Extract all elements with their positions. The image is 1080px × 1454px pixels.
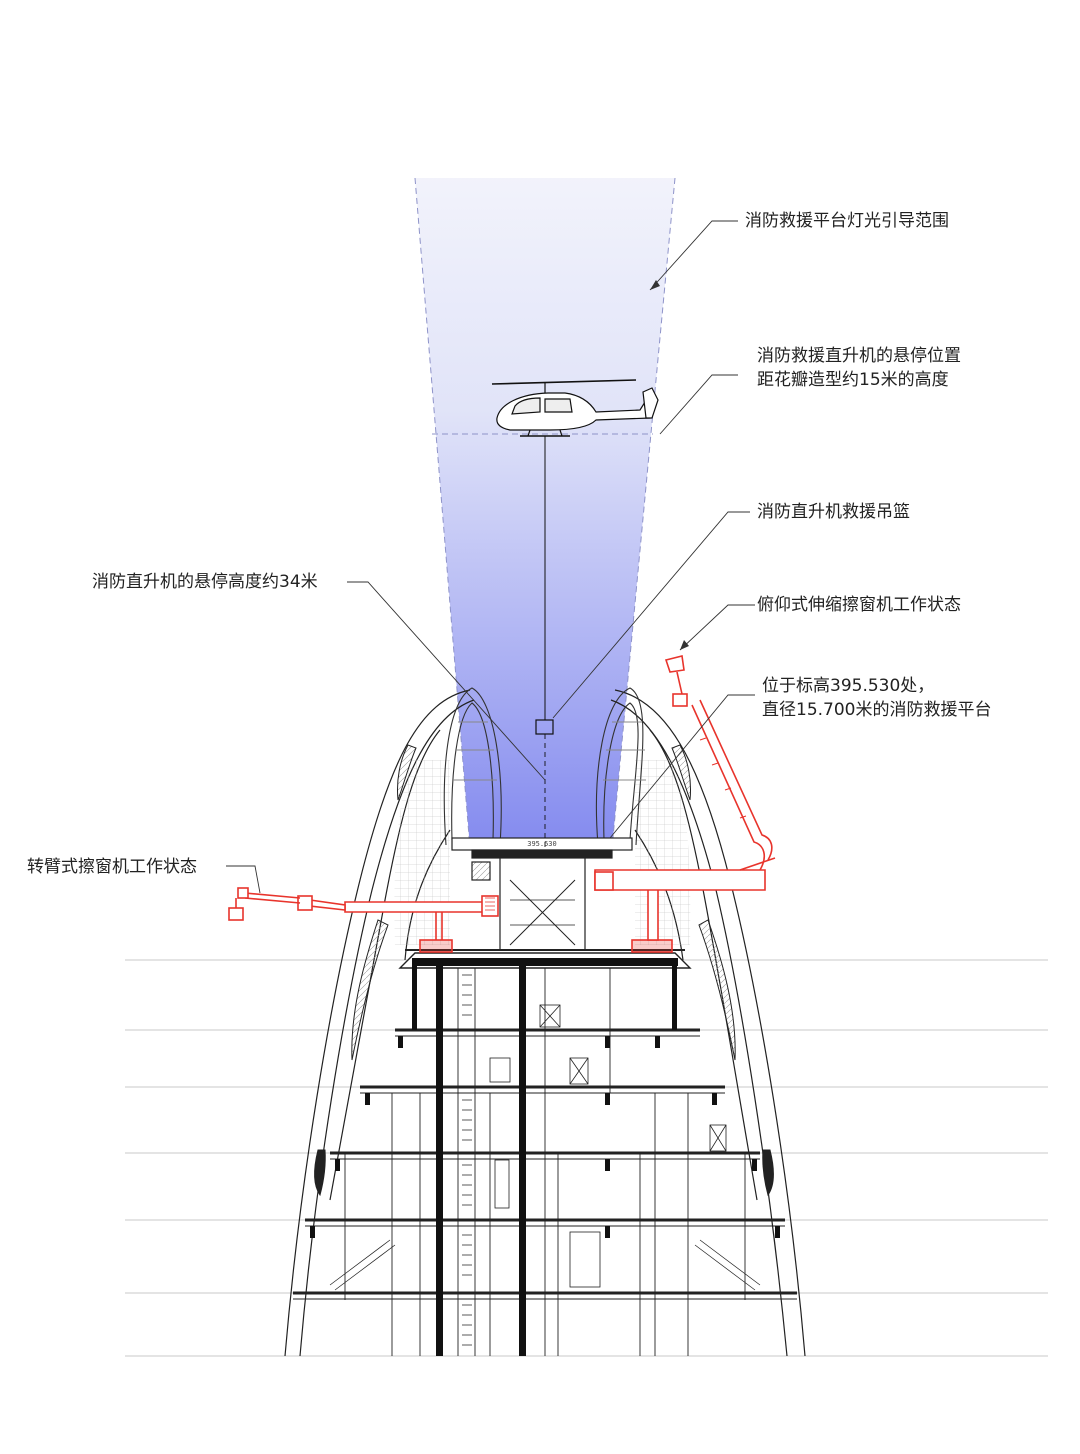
side-petal-fins [314, 744, 774, 1197]
label-platform-line1: 位于标高395.530处， [762, 676, 935, 696]
label-platform-line2: 直径15.700米的消防救援平台 [762, 700, 992, 720]
label-hover-position-line1: 消防救援直升机的悬停位置 [757, 346, 961, 366]
label-tilt-crane-text: 俯仰式伸缩擦窗机工作状态 [757, 595, 961, 615]
label-rescue-basket-text: 消防直升机救援吊篮 [757, 502, 910, 522]
leader-arrows [650, 280, 689, 650]
helicopter [491, 379, 659, 437]
label-rescue-basket: 消防直升机救援吊篮 [757, 500, 910, 524]
label-hover-height: 消防直升机的悬停高度约34米 [92, 570, 318, 594]
label-light-range: 消防救援平台灯光引导范围 [745, 209, 949, 233]
label-swing-arm-crane-text: 转臂式擦窗机工作状态 [27, 857, 197, 877]
rescue-basket [535, 436, 554, 848]
label-swing-arm-crane: 转臂式擦窗机工作状态 [27, 855, 197, 879]
swing-arm-crane [228, 887, 499, 953]
floor-level-lines [125, 959, 1048, 1357]
petal-arches [443, 687, 646, 846]
label-hover-position-line2: 距花瓣造型约15米的高度 [757, 370, 949, 390]
label-platform: 位于标高395.530处， 直径15.700米的消防救援平台 [762, 674, 991, 722]
label-hover-position: 消防救援直升机的悬停位置 距花瓣造型约15米的高度 [757, 344, 961, 392]
label-light-range-text: 消防救援平台灯光引导范围 [745, 211, 949, 231]
tilt-telescopic-crane [594, 655, 776, 953]
leader-lines [226, 220, 755, 894]
elevation-tag: 395.530 [527, 840, 557, 848]
rescue-platform [405, 837, 685, 951]
label-hover-height-text: 消防直升机的悬停高度约34米 [92, 572, 318, 592]
label-tilt-crane: 俯仰式伸缩擦窗机工作状态 [757, 593, 961, 617]
building-interior [293, 952, 797, 1356]
